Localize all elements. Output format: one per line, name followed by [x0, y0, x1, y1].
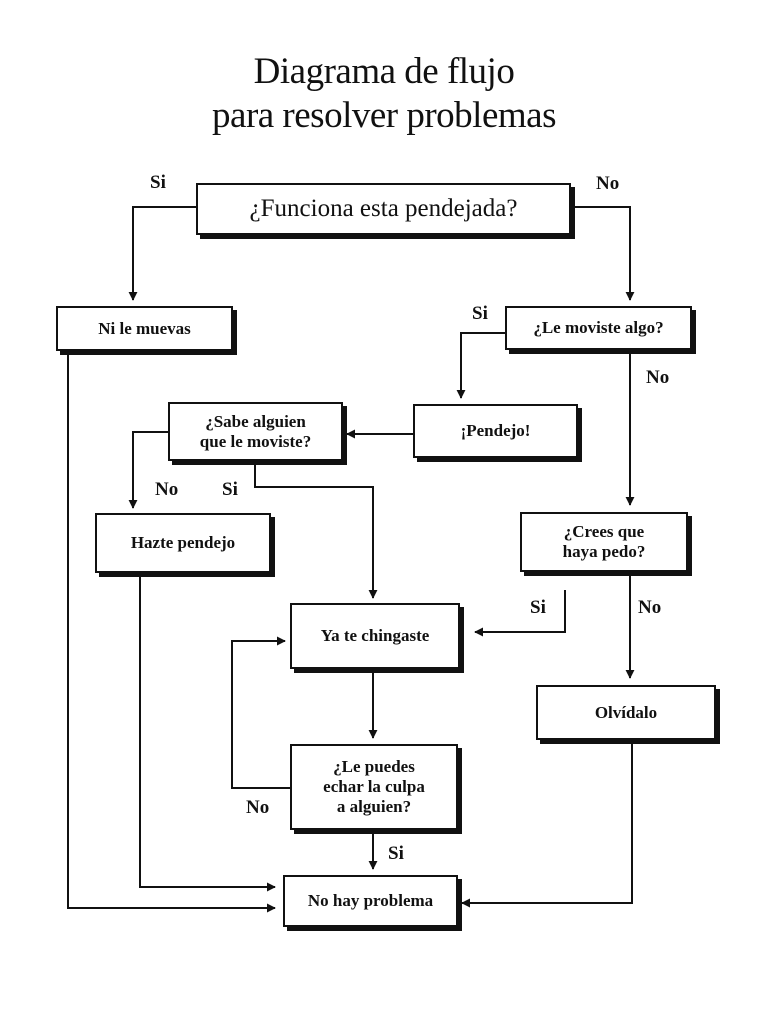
edge-funciona-no	[570, 206, 635, 301]
label-pedo-no: No	[638, 597, 662, 618]
label-moviste-si: Si	[472, 303, 488, 324]
edge-nilemuevas-nohay	[67, 340, 276, 913]
label-culpa-si: Si	[388, 843, 404, 864]
node-no-hay-problema: No hay problema	[283, 875, 458, 927]
title-line-1: Diagrama de flujo	[253, 51, 515, 92]
node-ya-te-chingaste: Ya te chingaste	[290, 603, 460, 669]
label-funciona-no: No	[596, 173, 620, 194]
edge-funciona-si	[128, 206, 196, 301]
title-line-2: para resolver problemas	[212, 95, 556, 136]
node-culpa-question: ¿Le puedes echar la culpa a alguien?	[290, 744, 458, 830]
label-sabe-no: No	[155, 479, 179, 500]
node-moviste-question: ¿Le moviste algo?	[505, 306, 692, 350]
edge-olvidalo-nohay	[461, 740, 633, 908]
edge-pedo-si	[474, 590, 566, 637]
node-pedo-question: ¿Crees que haya pedo?	[520, 512, 688, 572]
label-pedo-si: Si	[530, 597, 546, 618]
label-moviste-no: No	[646, 367, 670, 388]
node-pendejo: ¡Pendejo!	[413, 404, 578, 458]
label-sabe-si: Si	[222, 479, 238, 500]
node-ni-le-muevas: Ni le muevas	[56, 306, 233, 351]
edge-moviste-si	[456, 332, 505, 399]
node-funciona-question: ¿Funciona esta pendejada?	[196, 183, 571, 235]
edge-sabe-no	[128, 431, 168, 509]
node-hazte-pendejo: Hazte pendejo	[95, 513, 271, 573]
node-sabe-question: ¿Sabe alguien que le moviste?	[168, 402, 343, 461]
edge-sabe-si	[254, 461, 378, 599]
diagram-title: Diagrama de flujo para resolver problema…	[0, 50, 768, 138]
edge-culpa-no	[231, 636, 290, 789]
edge-hazte-nohay	[139, 575, 276, 892]
label-funciona-si: Si	[150, 172, 166, 193]
node-olvidalo: Olvídalo	[536, 685, 716, 740]
label-culpa-no: No	[246, 797, 270, 818]
